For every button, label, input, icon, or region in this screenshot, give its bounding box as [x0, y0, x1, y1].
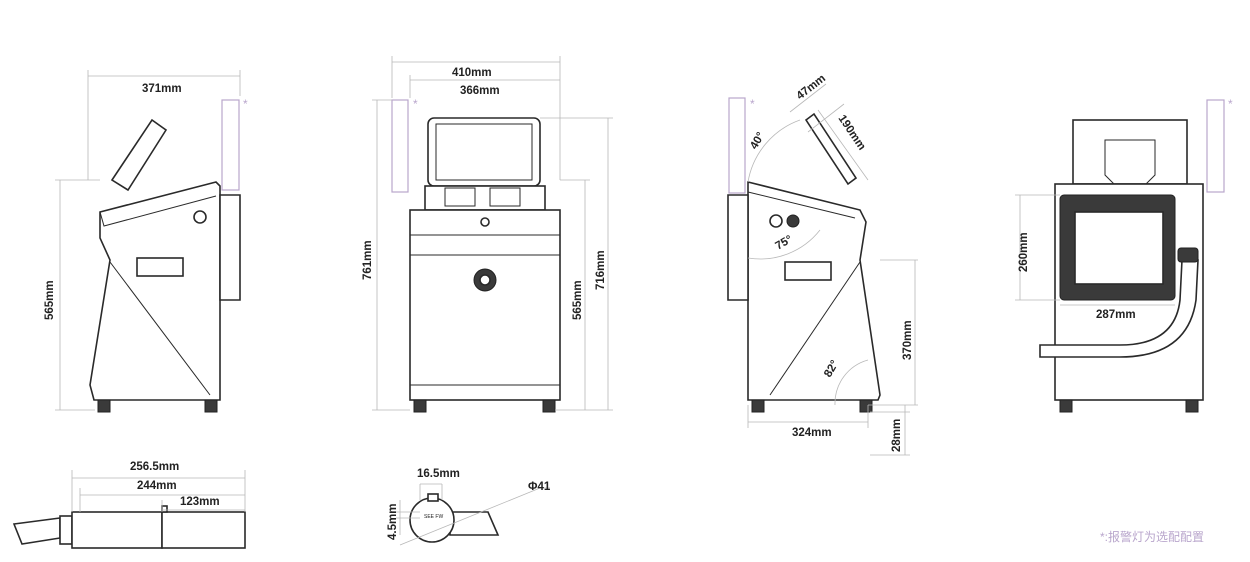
alarm-beacon: [391, 99, 409, 193]
beacon-optional-mark: *: [1228, 97, 1233, 111]
alarm-beacon: [728, 97, 746, 194]
power-button: [769, 214, 783, 228]
screen-length-dimension: 190mm: [836, 113, 868, 153]
nozzle-pin: [161, 505, 168, 513]
side-view-left: * 371mm 565mm: [44, 70, 248, 413]
nozzle-view: SEE FW 16.5mm 4.5mm Φ41: [387, 468, 551, 546]
cable: [12, 517, 61, 545]
handle: [784, 261, 832, 281]
width-dimension: 371mm: [142, 83, 182, 95]
panel-lines: [410, 234, 560, 386]
nozzle-blade: [449, 511, 500, 536]
foot: [859, 399, 873, 413]
ink-cartridge-bay: [424, 185, 546, 211]
beacon-optional-mark: *: [243, 97, 248, 111]
indicator: [480, 217, 490, 227]
total-height-dimension: 761mm: [362, 240, 374, 280]
front-length-dimension: 123mm: [180, 496, 220, 508]
lock-core: [479, 274, 491, 286]
touch-screen: [427, 117, 541, 187]
body-edges: [747, 191, 861, 396]
side-panel: [219, 194, 241, 301]
back-view: * 260mm 287mm: [1015, 97, 1233, 413]
total-width-dimension: 410mm: [452, 67, 492, 79]
tilted-screen: [804, 112, 858, 186]
power-button: [193, 210, 207, 224]
cable-gland: [59, 515, 73, 545]
front-view: * 410mm 366mm 761mm 716mm 565mm: [362, 56, 613, 413]
body-height-dimension: 565mm: [572, 280, 584, 320]
foot: [97, 399, 111, 413]
foot: [751, 399, 765, 413]
body-edges: [99, 195, 217, 396]
depth-dimension: 324mm: [792, 427, 832, 439]
tilt-angle: 40°: [748, 130, 767, 151]
diameter-dimension: Φ41: [528, 481, 551, 493]
alarm-beacon: [221, 99, 240, 191]
beacon-optional-mark: *: [750, 97, 755, 111]
panel-depth-dimension: 47mm: [794, 72, 828, 102]
cable-connector: [1177, 247, 1199, 263]
cabinet-body: [747, 180, 881, 401]
printhead-body: [71, 511, 163, 549]
offset-dimension: 4.5mm: [387, 504, 399, 540]
cabinet-body: [409, 209, 561, 401]
nameplate: SEE FW: [424, 514, 443, 520]
foot-height-dimension: 28mm: [891, 419, 903, 452]
cartridge-slot: [489, 187, 521, 207]
screen-height-dimension: 716mm: [595, 250, 607, 290]
foot: [204, 399, 218, 413]
height-dimension: 565mm: [44, 280, 56, 320]
side-panel: [727, 194, 749, 301]
panel-height-dimension: 260mm: [1018, 232, 1030, 272]
foot: [413, 399, 427, 413]
body-length-dimension: 244mm: [137, 480, 177, 492]
screen-display: [435, 123, 533, 181]
foot: [1059, 399, 1073, 413]
handle: [136, 257, 184, 277]
nozzle-face: [409, 497, 455, 543]
foot: [542, 399, 556, 413]
alarm-beacon: [1206, 99, 1225, 193]
rear-panel-window: [1074, 211, 1164, 285]
tilted-screen: [110, 118, 168, 192]
width-dimension: 16.5mm: [417, 468, 460, 480]
cartridge-slot: [444, 187, 476, 207]
lower-height-dimension: 370mm: [902, 320, 914, 360]
footnote: *:报警灯为选配配置: [1100, 529, 1204, 544]
printhead-view: 256.5mm 244mm 123mm: [12, 461, 246, 549]
total-length-dimension: 256.5mm: [130, 461, 179, 473]
screen-back: [1072, 119, 1188, 185]
nozzle-tab: [427, 493, 439, 502]
panel-width-dimension: 287mm: [1096, 309, 1136, 321]
side-view-right: * 47mm 190mm 40° 75° 82° 324mm 370mm 28m…: [727, 72, 918, 456]
foot: [1185, 399, 1199, 413]
connector: [786, 214, 800, 228]
printhead-front: [161, 511, 246, 549]
printhead-cable: [1039, 259, 1199, 358]
beacon-optional-mark: *: [413, 97, 418, 111]
body-width-dimension: 366mm: [460, 85, 500, 97]
cabinet-body: [89, 181, 221, 401]
